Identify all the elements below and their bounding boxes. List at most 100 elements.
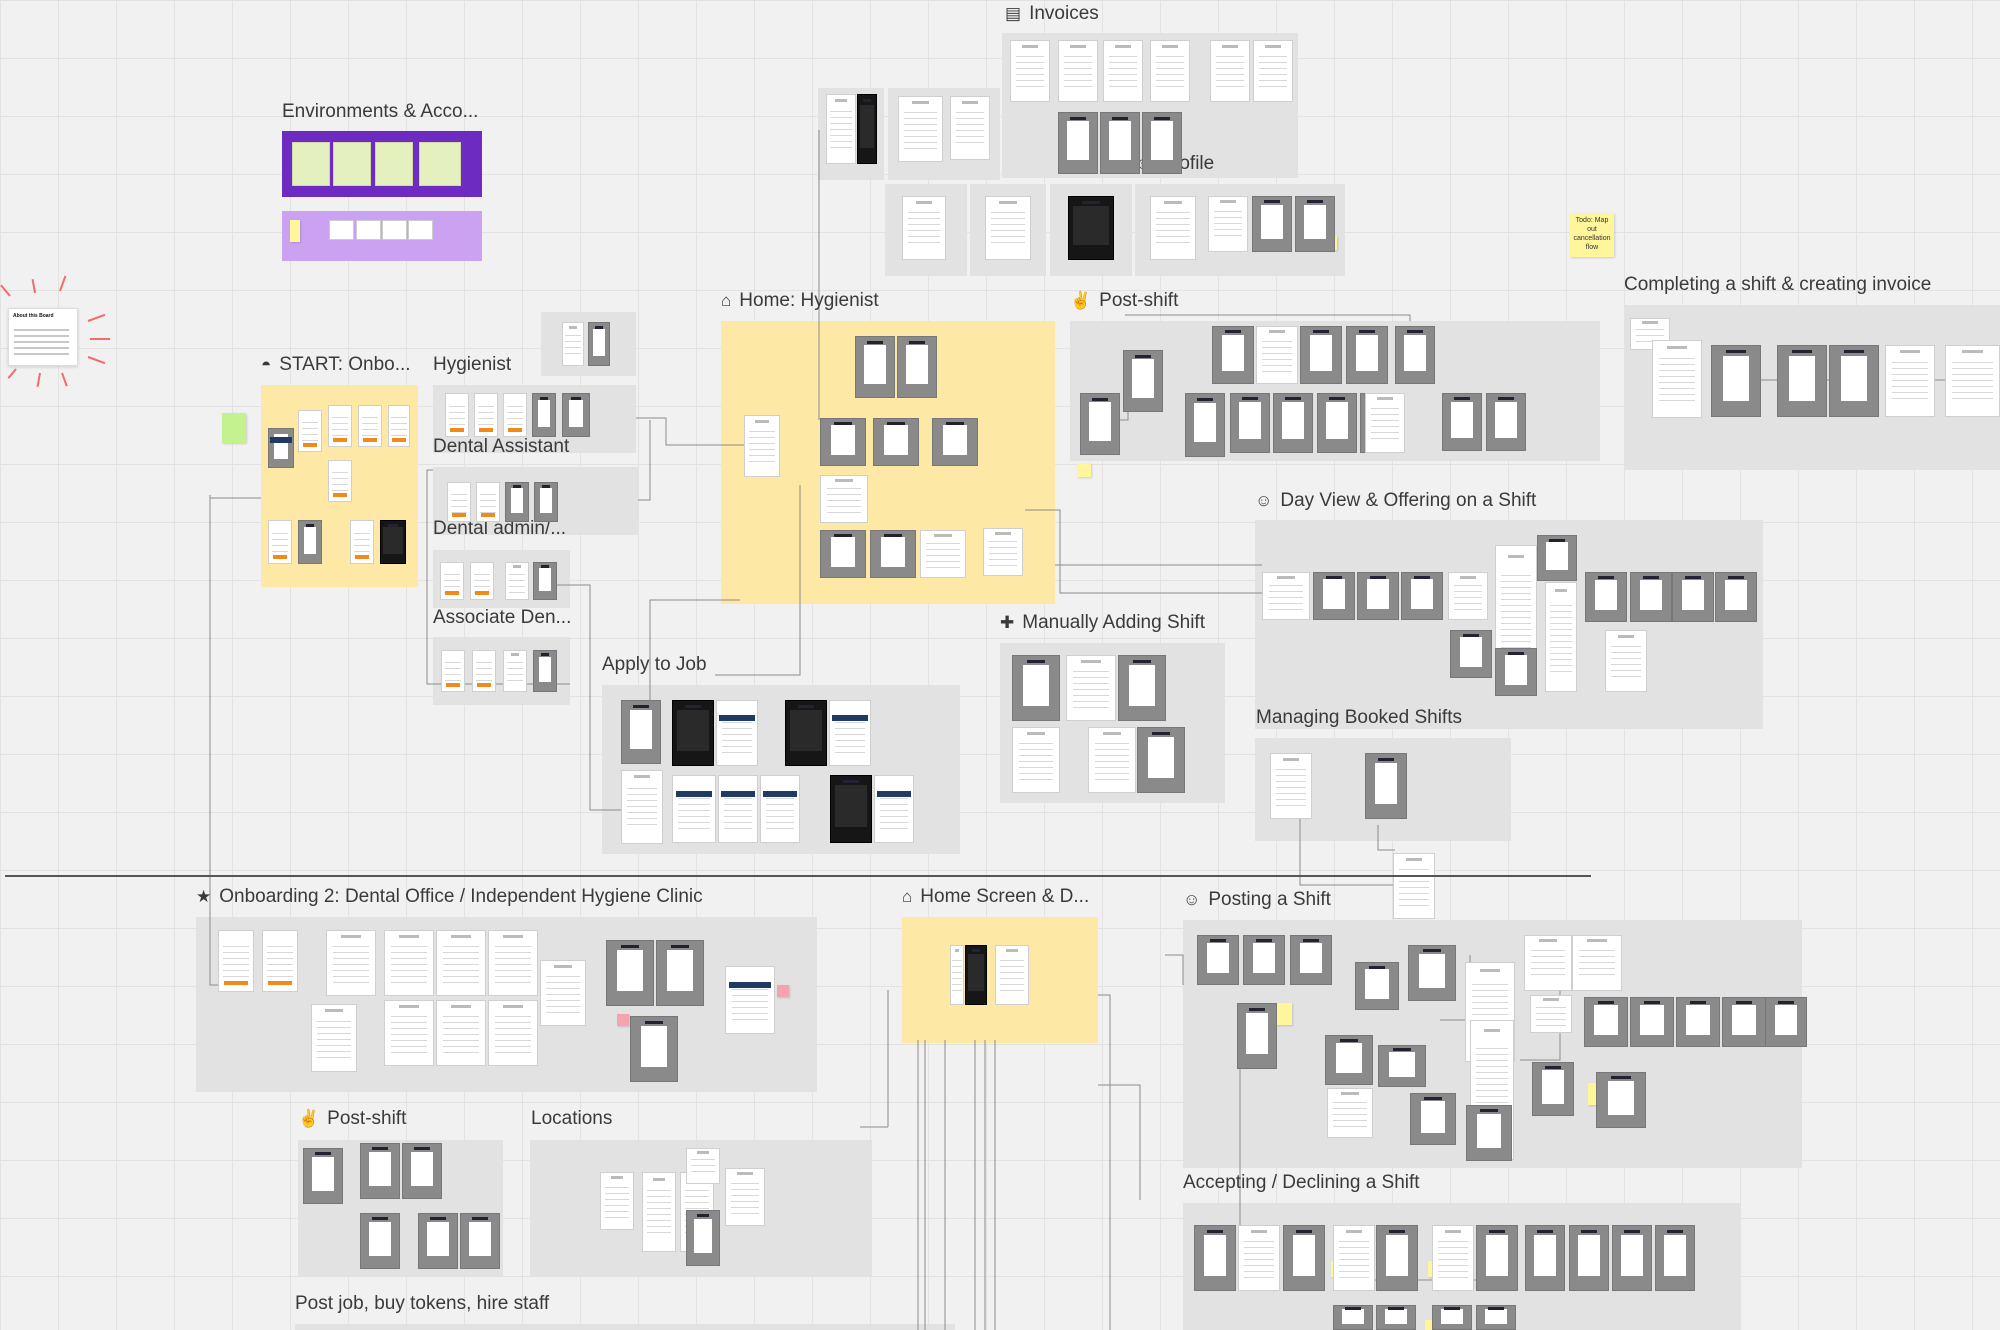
- section-title-manually-adding[interactable]: ✚Manually Adding Shift: [1000, 612, 1205, 633]
- section-title-post-shift-top[interactable]: ✌Post-shift: [1070, 290, 1179, 311]
- screen-thumbnail[interactable]: [873, 418, 919, 466]
- section-title-apply-to-job[interactable]: Apply to Job: [602, 654, 707, 675]
- screen-thumbnail[interactable]: [358, 405, 382, 447]
- screen-thumbnail[interactable]: [1100, 112, 1140, 174]
- screen-thumbnail[interactable]: [820, 530, 866, 578]
- screen-thumbnail[interactable]: [1408, 945, 1456, 1001]
- screen-thumbnail[interactable]: [621, 700, 661, 764]
- screen-thumbnail[interactable]: [303, 1148, 343, 1204]
- screen-thumbnail[interactable]: [718, 775, 758, 843]
- screen-thumbnail[interactable]: [932, 418, 978, 466]
- pink-sticky-note[interactable]: [777, 985, 789, 997]
- screen-thumbnail[interactable]: [326, 930, 376, 996]
- screen-thumbnail[interactable]: [440, 562, 464, 600]
- screen-thumbnail[interactable]: [1295, 196, 1335, 252]
- screen-thumbnail[interactable]: [1401, 572, 1443, 620]
- screen-thumbnail[interactable]: [1365, 753, 1407, 819]
- screen-thumbnail[interactable]: [725, 966, 775, 1034]
- account-chip[interactable]: [408, 220, 433, 240]
- screen-thumbnail[interactable]: [1185, 393, 1225, 457]
- screen-thumbnail[interactable]: [1525, 1225, 1565, 1291]
- sticky-note[interactable]: [1272, 1003, 1292, 1025]
- screen-thumbnail[interactable]: [474, 393, 498, 437]
- screen-thumbnail[interactable]: [1253, 40, 1293, 102]
- account-chip[interactable]: [356, 220, 381, 240]
- section-title-completing-shift[interactable]: Completing a shift & creating invoice: [1624, 274, 1932, 295]
- screen-thumbnail[interactable]: [716, 700, 758, 766]
- screen-thumbnail[interactable]: [1711, 345, 1761, 417]
- section-title-post-job[interactable]: Post job, buy tokens, hire staff: [295, 1293, 550, 1314]
- screen-thumbnail[interactable]: [380, 520, 406, 564]
- screen-thumbnail[interactable]: [311, 1004, 357, 1072]
- screen-thumbnail[interactable]: [532, 393, 556, 437]
- screen-thumbnail[interactable]: [470, 562, 494, 600]
- screen-thumbnail[interactable]: [1448, 572, 1488, 620]
- screen-thumbnail[interactable]: [1466, 1105, 1512, 1161]
- screen-thumbnail[interactable]: [1252, 196, 1292, 252]
- screen-thumbnail[interactable]: [588, 322, 610, 366]
- screen-thumbnail[interactable]: [1333, 1225, 1375, 1291]
- screen-thumbnail[interactable]: [441, 650, 465, 692]
- screen-thumbnail[interactable]: [262, 930, 298, 992]
- screen-thumbnail[interactable]: [418, 1213, 458, 1269]
- screen-thumbnail[interactable]: [1273, 393, 1313, 453]
- screen-thumbnail[interactable]: [540, 960, 586, 1026]
- screen-thumbnail[interactable]: [1569, 1225, 1609, 1291]
- screen-thumbnail[interactable]: [1572, 935, 1622, 991]
- section-title-associate-dentist[interactable]: Associate Den...: [433, 607, 572, 628]
- screen-thumbnail[interactable]: [1066, 655, 1116, 721]
- screen-thumbnail[interactable]: [672, 700, 714, 766]
- screen-thumbnail[interactable]: [1395, 326, 1435, 384]
- section-title-post-shift-bottom[interactable]: ✌Post-shift: [298, 1108, 407, 1129]
- screen-thumbnail[interactable]: [898, 96, 943, 162]
- screen-thumbnail[interactable]: [985, 196, 1031, 260]
- screen-thumbnail[interactable]: [1365, 393, 1405, 453]
- screen-thumbnail[interactable]: [1495, 648, 1537, 696]
- screen-thumbnail[interactable]: [360, 1213, 400, 1269]
- screen-thumbnail[interactable]: [870, 530, 916, 578]
- screen-thumbnail[interactable]: [268, 520, 292, 564]
- screen-thumbnail[interactable]: [436, 930, 486, 996]
- screen-thumbnail[interactable]: [1118, 655, 1166, 721]
- screen-thumbnail[interactable]: [1945, 345, 2000, 417]
- screen-thumbnail[interactable]: [436, 1000, 486, 1066]
- screen-thumbnail[interactable]: [1652, 340, 1702, 418]
- screen-thumbnail[interactable]: [1545, 582, 1577, 692]
- screen-thumbnail[interactable]: [1715, 572, 1757, 622]
- screen-thumbnail[interactable]: [1655, 1225, 1695, 1291]
- screen-thumbnail[interactable]: [447, 482, 471, 522]
- screen-thumbnail[interactable]: [505, 562, 529, 600]
- screen-thumbnail[interactable]: [1442, 393, 1482, 451]
- screen-thumbnail[interactable]: [630, 1016, 678, 1082]
- screen-thumbnail[interactable]: [1290, 935, 1332, 985]
- screen-thumbnail[interactable]: [760, 775, 800, 843]
- section-title-accepting-declining[interactable]: Accepting / Declining a Shift: [1183, 1172, 1420, 1193]
- screen-thumbnail[interactable]: [505, 482, 529, 522]
- about-board-card[interactable]: About this Board: [8, 308, 78, 366]
- screen-thumbnail[interactable]: [388, 405, 410, 447]
- section-title-posting-shift[interactable]: ☺Posting a Shift: [1183, 889, 1331, 910]
- screen-thumbnail[interactable]: [1010, 40, 1050, 102]
- screen-thumbnail[interactable]: [1237, 1003, 1277, 1069]
- section-title-home-hygienist[interactable]: ⌂Home: Hygienist: [721, 290, 879, 311]
- screen-thumbnail[interactable]: [533, 562, 557, 600]
- screen-thumbnail[interactable]: [384, 1000, 434, 1066]
- section-title-start-onboarding[interactable]: ◓START: Onbo...: [261, 354, 411, 375]
- screen-thumbnail[interactable]: [1765, 997, 1807, 1047]
- screen-thumbnail[interactable]: [1230, 393, 1270, 453]
- screen-thumbnail[interactable]: [1432, 1225, 1474, 1291]
- section-title-dental-admin[interactable]: Dental admin/...: [433, 518, 567, 539]
- screen-thumbnail[interactable]: [1524, 935, 1572, 991]
- screen-thumbnail[interactable]: [1537, 535, 1577, 581]
- screen-thumbnail[interactable]: [1300, 326, 1342, 384]
- screen-thumbnail[interactable]: [1197, 935, 1239, 985]
- screen-thumbnail[interactable]: [1596, 1072, 1646, 1128]
- screen-thumbnail[interactable]: [1243, 935, 1285, 985]
- section-title-home-screen[interactable]: ⌂Home Screen & D...: [902, 886, 1090, 907]
- screen-thumbnail[interactable]: [328, 460, 352, 502]
- screen-thumbnail[interactable]: [1885, 345, 1935, 417]
- screen-thumbnail[interactable]: [476, 482, 500, 522]
- screen-thumbnail[interactable]: [656, 940, 704, 1006]
- screen-thumbnail[interactable]: [829, 700, 871, 766]
- screen-thumbnail[interactable]: [686, 1148, 720, 1184]
